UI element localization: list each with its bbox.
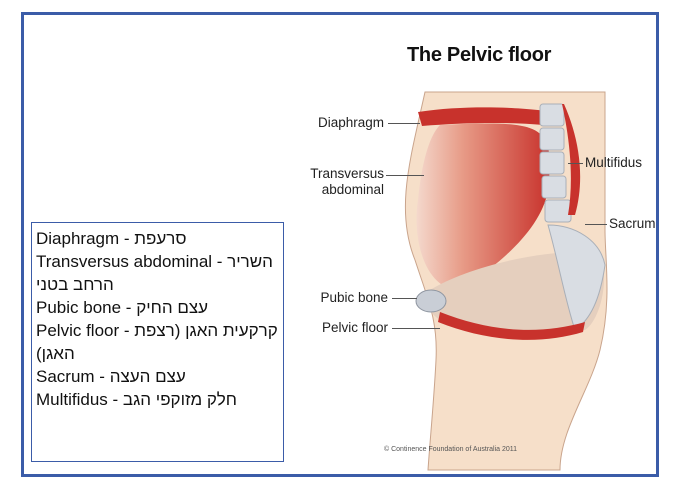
- legend-item: Pelvic floor - קרקעית האגן (רצפת האגן): [36, 319, 279, 365]
- translation-legend: Diaphragm - סרעפת Transversus abdominal …: [31, 222, 284, 462]
- legend-en: Multifidus -: [36, 390, 123, 409]
- pubic-bone-shape: [416, 290, 446, 312]
- leader-sacrum: [585, 224, 607, 225]
- legend-item: Pubic bone - עצם החיק: [36, 296, 279, 319]
- legend-he: סרעפת: [134, 229, 186, 248]
- label-sacrum: Sacrum: [609, 216, 656, 232]
- label-multifidus: Multifidus: [585, 155, 642, 171]
- label-transversus: Transversus abdominal: [262, 166, 384, 198]
- diagram-title: The Pelvic floor: [407, 44, 551, 67]
- legend-item: Sacrum - עצם העצה: [36, 365, 279, 388]
- label-pubic-bone: Pubic bone: [284, 290, 388, 306]
- leader-multifidus: [568, 163, 583, 164]
- label-pelvic-floor: Pelvic floor: [280, 320, 388, 336]
- legend-item: Diaphragm - סרעפת: [36, 227, 279, 250]
- legend-he: חלק מזוקפי הגב: [123, 390, 237, 409]
- legend-en: Transversus abdominal -: [36, 252, 227, 271]
- label-diaphragm: Diaphragm: [284, 115, 384, 131]
- legend-he: עצם החיק: [136, 298, 208, 317]
- leader-pelvic-floor: [392, 328, 440, 329]
- label-transversus-line2: abdominal: [262, 182, 384, 198]
- legend-en: Diaphragm -: [36, 229, 134, 248]
- legend-he: עצם העצה: [110, 367, 186, 386]
- copyright-credit: © Continence Foundation of Australia 201…: [384, 446, 517, 453]
- legend-en: Sacrum -: [36, 367, 110, 386]
- leader-transversus: [386, 175, 424, 176]
- legend-en: Pelvic floor -: [36, 321, 134, 340]
- legend-item: Transversus abdominal - השריר הרחב בטני: [36, 250, 279, 296]
- leader-diaphragm: [388, 123, 420, 124]
- leader-pubic-bone: [392, 298, 417, 299]
- legend-item: Multifidus - חלק מזוקפי הגב: [36, 388, 279, 411]
- label-transversus-line1: Transversus: [262, 166, 384, 182]
- legend-en: Pubic bone -: [36, 298, 136, 317]
